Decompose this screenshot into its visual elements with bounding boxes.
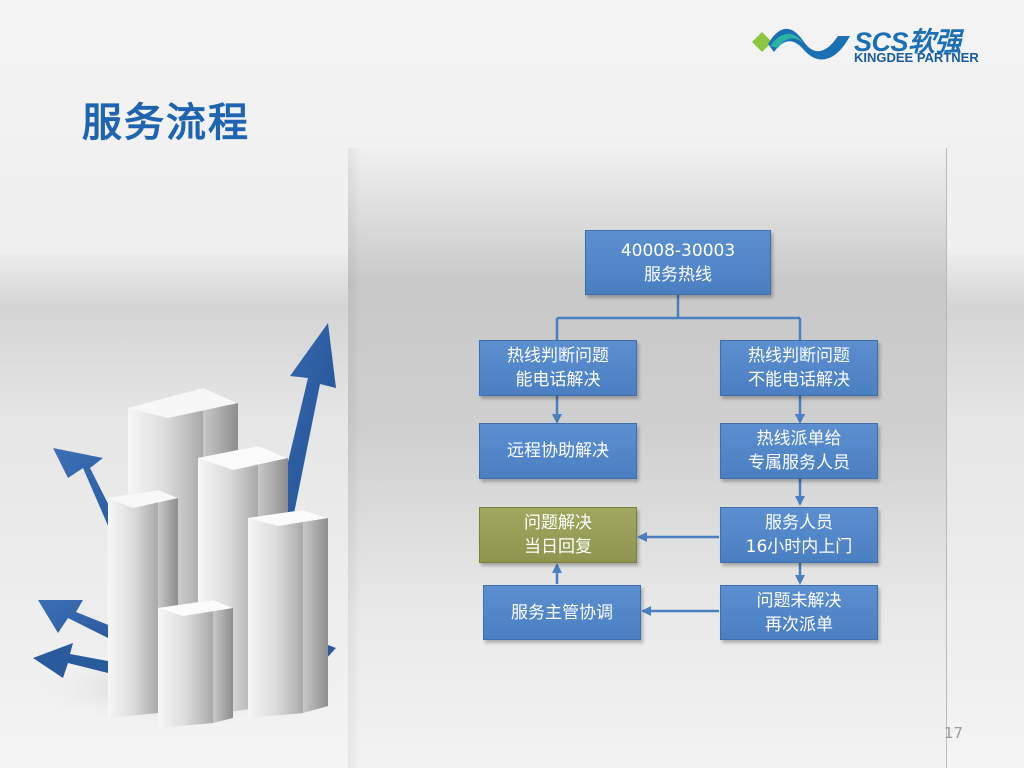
dispatch-box: 热线派单给 专属服务人员: [720, 423, 878, 479]
brand-logo: SCS软强 KINGDEE PARTNER: [752, 20, 1008, 66]
hotline-box: 40008-30003 服务热线: [585, 230, 771, 295]
growth-illustration: [28, 323, 348, 728]
onsite-box: 服务人员 16小时内上门: [720, 507, 878, 563]
page-number: 17: [944, 724, 964, 742]
logo-subtitle: KINGDEE PARTNER: [854, 50, 979, 65]
panel-shadow: [348, 148, 362, 768]
resolved-box: 问题解决 当日回复: [479, 507, 637, 563]
unresolved-box: 问题未解决 再次派单: [720, 585, 878, 640]
supervisor-box: 服务主管协调: [483, 585, 641, 640]
right-branch-box: 热线判断问题 不能电话解决: [720, 340, 878, 396]
page-title: 服务流程: [82, 100, 250, 146]
remote-assist-box: 远程协助解决: [479, 423, 637, 479]
left-branch-box: 热线判断问题 能电话解决: [479, 340, 637, 396]
logo-brand-text: SCS软强: [854, 27, 962, 57]
logo-mark-icon: [752, 28, 850, 60]
